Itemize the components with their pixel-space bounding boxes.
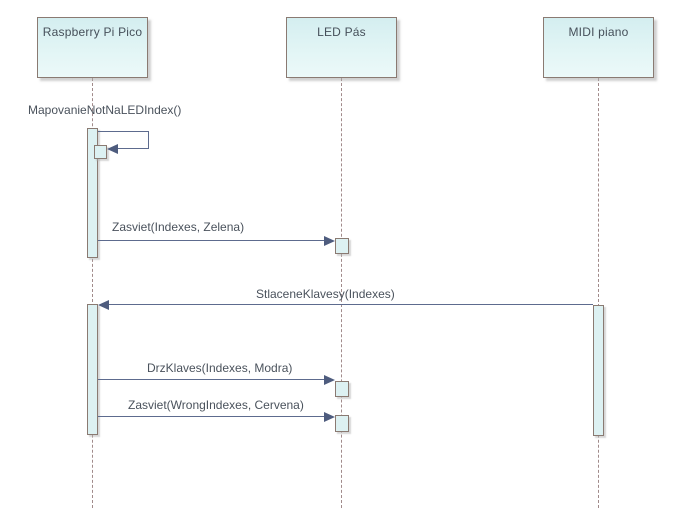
activation-bar-midi-piano	[593, 305, 604, 436]
message-line-drzklaves	[98, 379, 324, 380]
message-line-stlacene-klavesy	[109, 304, 593, 305]
message-label-zasviet-cervena: Zasviet(WrongIndexes, Cervena)	[128, 398, 304, 412]
message-label-stlacene-klavesy: StlaceneKlavesy(Indexes)	[256, 287, 395, 301]
message-label-zasviet-zelena: Zasviet(Indexes, Zelena)	[112, 220, 245, 234]
actor-box-midi-piano: MIDI piano	[543, 17, 654, 78]
actor-box-led-pas: LED Pás	[286, 17, 397, 78]
lifeline-led-pas	[341, 78, 342, 508]
activation-bar-rpi-self-nested	[94, 145, 107, 159]
message-line-self-out	[98, 131, 149, 132]
message-line-zasviet-cervena	[98, 416, 324, 417]
activation-bar-rpi-1	[87, 128, 98, 258]
lifeline-raspberry-pi-pico	[92, 78, 93, 508]
message-arrowhead-drzklaves	[324, 375, 335, 385]
message-arrowhead-zasviet-cervena	[324, 412, 335, 422]
lifeline-midi-piano	[598, 78, 599, 508]
message-arrowhead-stlacene-klavesy	[98, 300, 109, 310]
activation-box-led-zasviet-zelena	[335, 238, 349, 254]
message-line-zasviet-zelena	[98, 240, 324, 241]
message-label-drzklaves: DrzKlaves(Indexes, Modra)	[147, 361, 293, 375]
actor-label: MIDI piano	[568, 25, 629, 39]
message-line-self-return	[118, 148, 149, 149]
actor-label: LED Pás	[317, 25, 366, 39]
activation-bar-rpi-2	[87, 304, 98, 435]
activation-box-led-drzklaves	[335, 381, 349, 397]
message-arrowhead-zasviet-zelena	[324, 236, 335, 246]
activation-box-led-zasviet-cervena	[335, 415, 349, 432]
message-label-self-call: MapovanieNotNaLEDIndex()	[28, 103, 182, 117]
actor-box-raspberry-pi-pico: Raspberry Pi Pico	[37, 17, 148, 78]
message-arrowhead-self	[107, 144, 118, 154]
actor-label: Raspberry Pi Pico	[42, 25, 143, 39]
message-line-self-down	[148, 131, 149, 149]
